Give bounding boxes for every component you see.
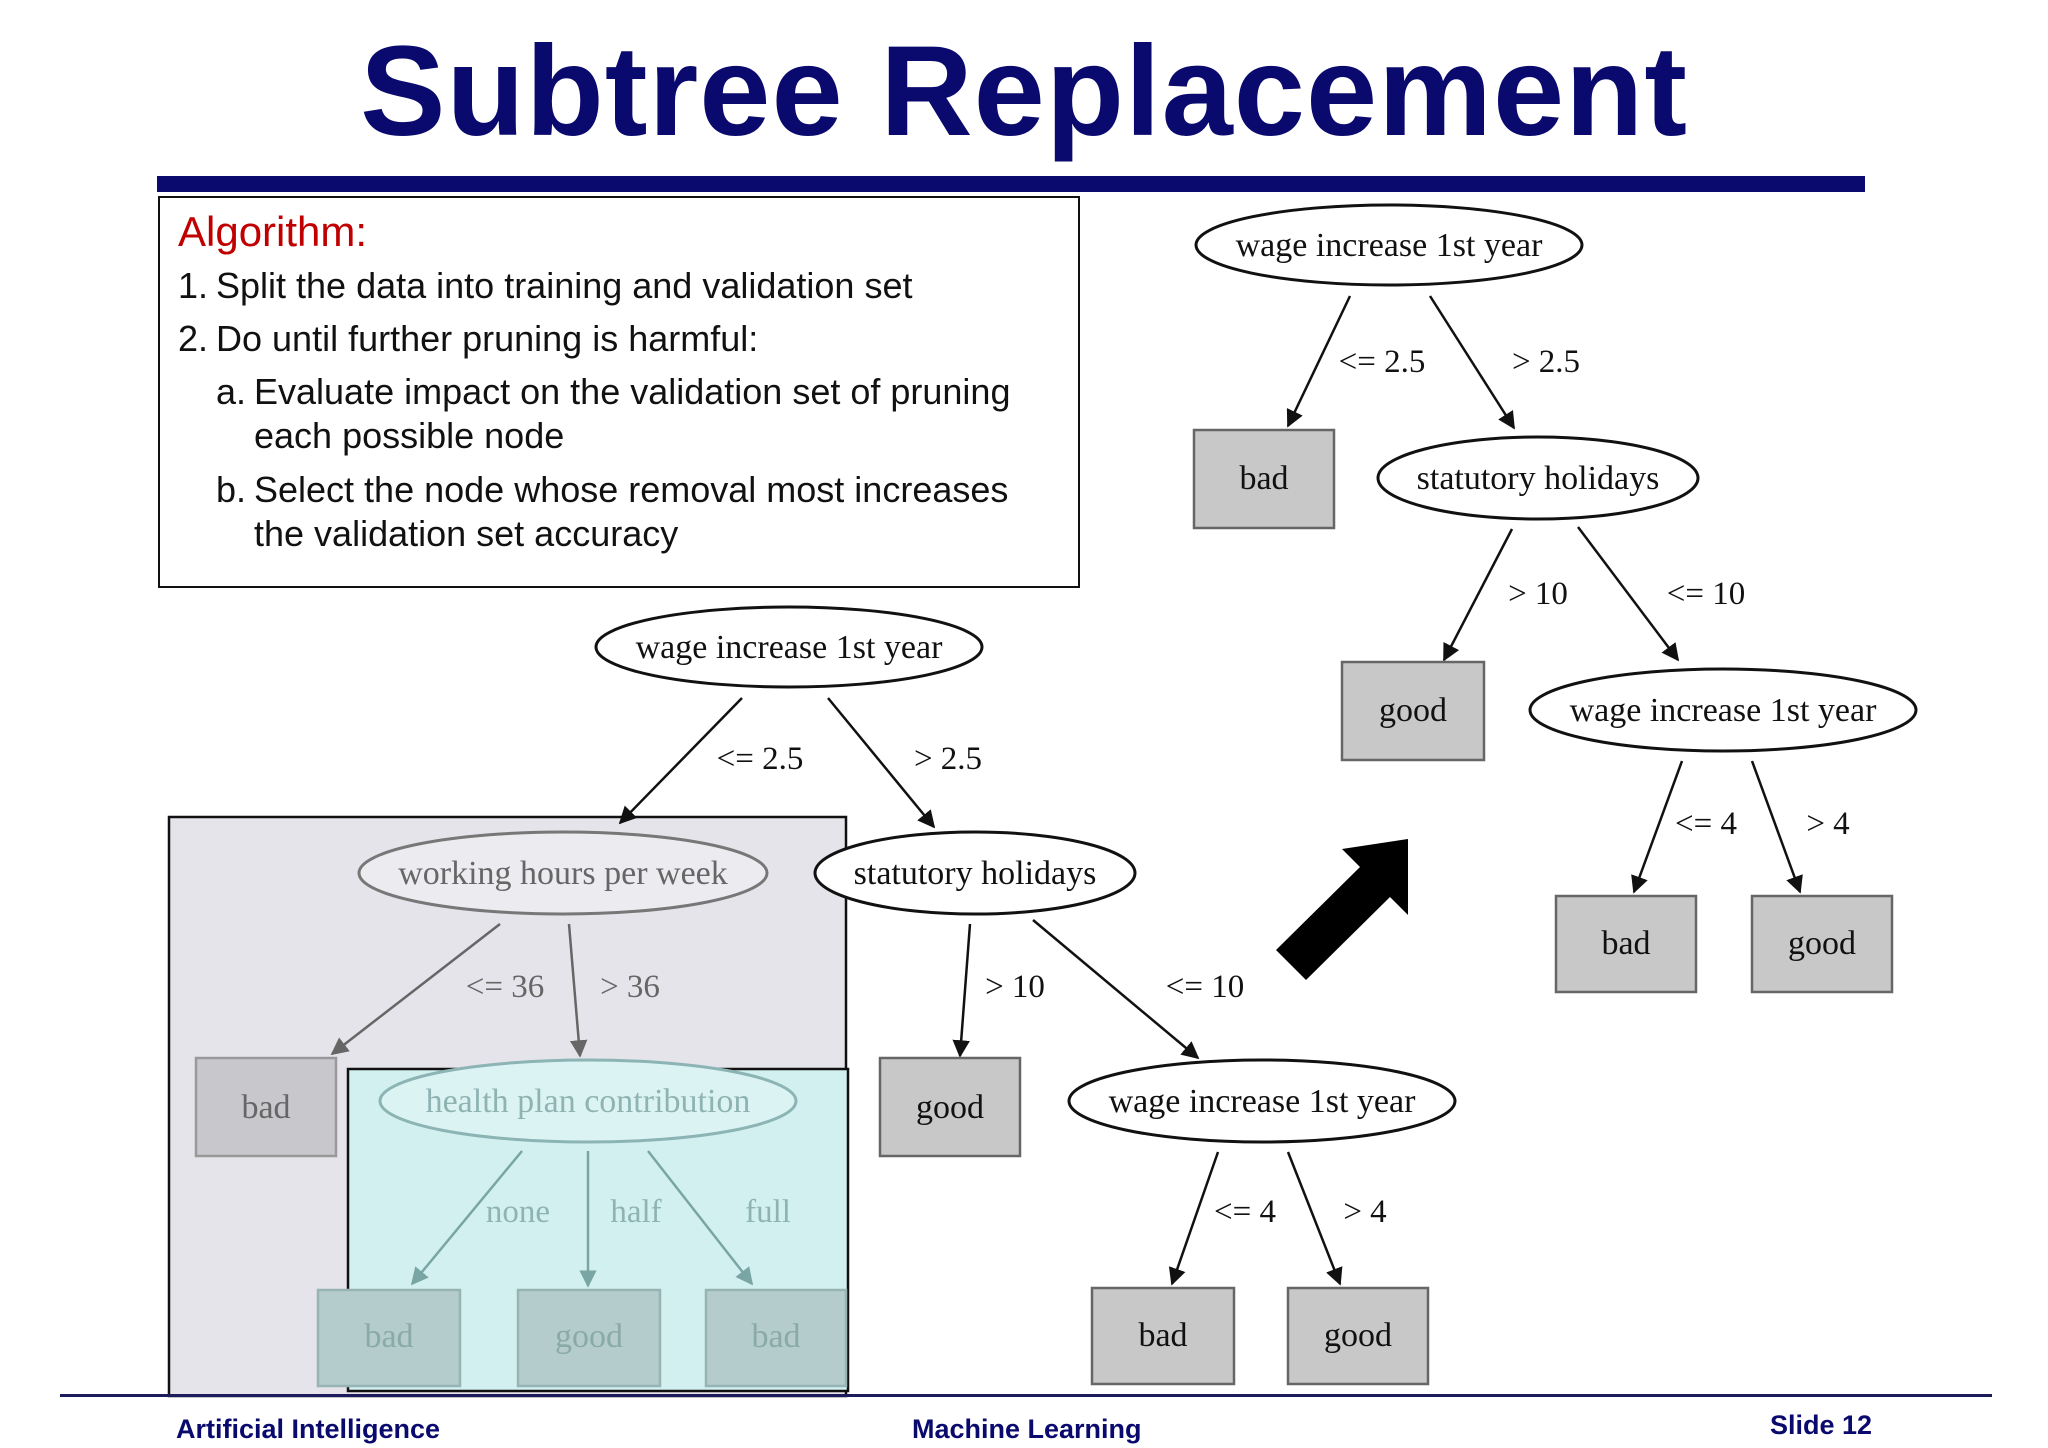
algorithm-box: Algorithm: 1. Split the data into traini… <box>158 196 1080 588</box>
tree-edge <box>952 923 972 1058</box>
step-text: Do until further pruning is harmful: <box>216 318 759 359</box>
tree-leaf-label: bad <box>241 1089 290 1126</box>
transform-arrow <box>1276 839 1408 980</box>
tree-node <box>1067 1058 1457 1144</box>
step-number: a. <box>216 371 247 412</box>
tree-node-label: working hours per week <box>398 855 728 892</box>
edge-label: > 2.5 <box>1512 344 1580 380</box>
edge-label: <= 10 <box>1166 969 1244 1005</box>
tree-edge <box>1428 295 1516 430</box>
tree-leaf <box>1090 1286 1236 1386</box>
tree-node <box>1376 435 1700 521</box>
step-number: b. <box>216 469 247 510</box>
step-text: Split the data into training and validat… <box>216 265 913 306</box>
edge-label: half <box>610 1194 661 1230</box>
edge-label: > 10 <box>1508 576 1568 612</box>
tree-leaf <box>704 1288 848 1388</box>
tree-node-label: wage increase 1st year <box>636 629 943 666</box>
edge-label: > 4 <box>1343 1194 1386 1230</box>
step-text: Select the node whose removal most incre… <box>254 469 1009 510</box>
step-number: 1. <box>178 265 209 306</box>
step-text: each possible node <box>254 415 565 456</box>
tree-leaf-label: good <box>1379 692 1447 729</box>
tree-leaf-label: bad <box>1138 1317 1187 1354</box>
slide-number: Slide 12 <box>1770 1410 1873 1440</box>
edge-label: > 10 <box>985 969 1045 1005</box>
tree-leaf-label: bad <box>1239 460 1288 497</box>
tree-node <box>813 830 1137 916</box>
tree-leaf-label: good <box>555 1318 623 1355</box>
tree-edge <box>1032 919 1200 1060</box>
tree-leaf <box>1340 660 1486 762</box>
tree-edge <box>827 697 936 829</box>
footer-rule <box>60 1394 1992 1397</box>
edge-label: full <box>745 1194 791 1230</box>
tree-node <box>1194 203 1584 287</box>
tree-edge <box>567 923 588 1058</box>
algorithm-heading: Algorithm: <box>178 208 368 255</box>
tree-edge <box>618 697 743 825</box>
tree-leaf <box>1554 894 1698 994</box>
tree-node-label: wage increase 1st year <box>1570 692 1877 729</box>
footer-center: Machine Learning <box>912 1414 1142 1444</box>
tree-edge <box>410 1150 523 1286</box>
tree-node <box>1528 667 1918 753</box>
tree-leaf-label: good <box>1788 925 1856 962</box>
tree-leaf <box>194 1056 338 1158</box>
left-tree: wage increase 1st year <= 2.5 > 2.5 work… <box>167 605 1457 1398</box>
tree-edge <box>647 1150 754 1286</box>
step-number: 2. <box>178 318 209 359</box>
tree-edge <box>1286 295 1352 428</box>
tree-edge <box>1442 528 1514 662</box>
step-text: Evaluate impact on the validation set of… <box>254 371 1011 412</box>
tree-leaf-label: bad <box>751 1318 800 1355</box>
tree-node <box>357 830 769 916</box>
tree-leaf <box>878 1056 1022 1158</box>
tree-leaf <box>1192 428 1336 530</box>
tree-node-label: health plan contribution <box>426 1083 751 1120</box>
tree-leaf <box>316 1288 462 1388</box>
tree-edge <box>1577 526 1680 662</box>
step-text: the validation set accuracy <box>254 513 679 554</box>
edge-label: > 4 <box>1806 806 1849 842</box>
edge-label: <= 10 <box>1667 576 1745 612</box>
tree-edge <box>1168 1151 1220 1286</box>
tree-node-label: wage increase 1st year <box>1236 227 1543 264</box>
edge-label: <= 36 <box>466 969 544 1005</box>
tree-node <box>378 1058 798 1144</box>
tree-edge <box>330 923 501 1056</box>
tree-leaf <box>1750 894 1894 994</box>
tree-leaf-label: bad <box>1601 925 1650 962</box>
tree-edge <box>1286 1151 1343 1286</box>
edge-label: <= 4 <box>1214 1194 1276 1230</box>
edge-label: > 36 <box>600 969 660 1005</box>
tree-leaf-label: good <box>916 1089 984 1126</box>
edge-label: <= 2.5 <box>1339 344 1426 380</box>
edge-label: <= 4 <box>1675 806 1737 842</box>
tree-leaf-label: bad <box>364 1318 413 1355</box>
tree-leaf <box>516 1288 662 1388</box>
tree-edge <box>1750 760 1803 894</box>
tree-leaf <box>1286 1286 1430 1386</box>
footer-left: Artificial Intelligence <box>176 1414 441 1444</box>
edge-label: none <box>486 1194 550 1230</box>
edge-label: > 2.5 <box>914 741 982 777</box>
tree-edge <box>1631 760 1684 894</box>
tree-node-label: wage increase 1st year <box>1109 1083 1416 1120</box>
tree-node-label: statutory holidays <box>854 855 1097 892</box>
tree-node-label: statutory holidays <box>1417 460 1660 497</box>
tree-node <box>594 605 984 689</box>
slide-title: Subtree Replacement <box>360 20 1688 163</box>
tree-leaf-label: good <box>1324 1317 1392 1354</box>
right-tree: wage increase 1st year <= 2.5 > 2.5 bad … <box>1192 203 1918 994</box>
title-rule <box>157 176 1865 192</box>
edge-label: <= 2.5 <box>717 741 804 777</box>
